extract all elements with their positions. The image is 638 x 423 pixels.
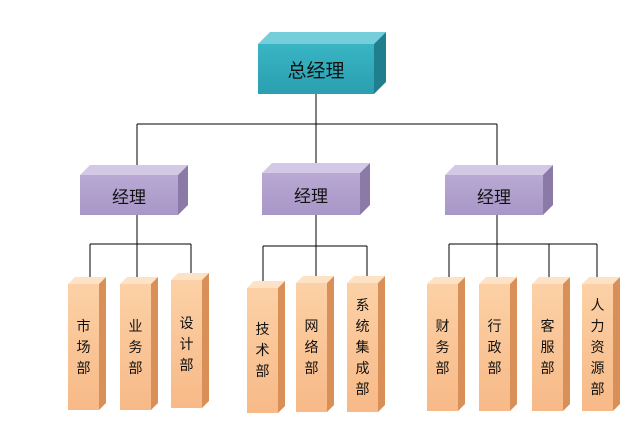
department-label: 网络部 xyxy=(304,319,319,377)
department-box-business: 业务部 xyxy=(120,277,158,410)
department-label: 设计部 xyxy=(179,315,194,374)
department-box-hr: 人力资源部 xyxy=(582,277,620,411)
department-label: 客服部 xyxy=(540,319,555,377)
department-label: 人力资源部 xyxy=(590,298,605,398)
manager-label: 经理 xyxy=(262,173,360,215)
general-manager-box: 总经理 xyxy=(258,32,386,94)
department-box-tech: 技术部 xyxy=(247,281,285,413)
department-label: 系统集成部 xyxy=(355,298,370,398)
department-box-finance: 财务部 xyxy=(427,277,465,411)
department-label: 业务部 xyxy=(128,318,143,377)
department-box-network: 网络部 xyxy=(296,276,334,412)
department-label: 技术部 xyxy=(255,322,270,380)
manager-box-1: 经理 xyxy=(80,165,188,215)
department-box-design: 设计部 xyxy=(171,273,209,408)
manager-box-2: 经理 xyxy=(262,163,370,215)
department-box-customer-service: 客服部 xyxy=(532,277,570,411)
department-box-system-integration: 系统集成部 xyxy=(347,276,385,412)
manager-box-3: 经理 xyxy=(445,165,553,215)
general-manager-label: 总经理 xyxy=(258,44,374,94)
department-box-admin: 行政部 xyxy=(479,277,517,411)
manager-label: 经理 xyxy=(80,175,178,215)
department-label: 市场部 xyxy=(76,318,91,377)
department-label: 行政部 xyxy=(487,319,502,377)
department-box-market: 市场部 xyxy=(68,277,106,410)
department-label: 财务部 xyxy=(435,319,450,377)
manager-label: 经理 xyxy=(445,175,543,215)
